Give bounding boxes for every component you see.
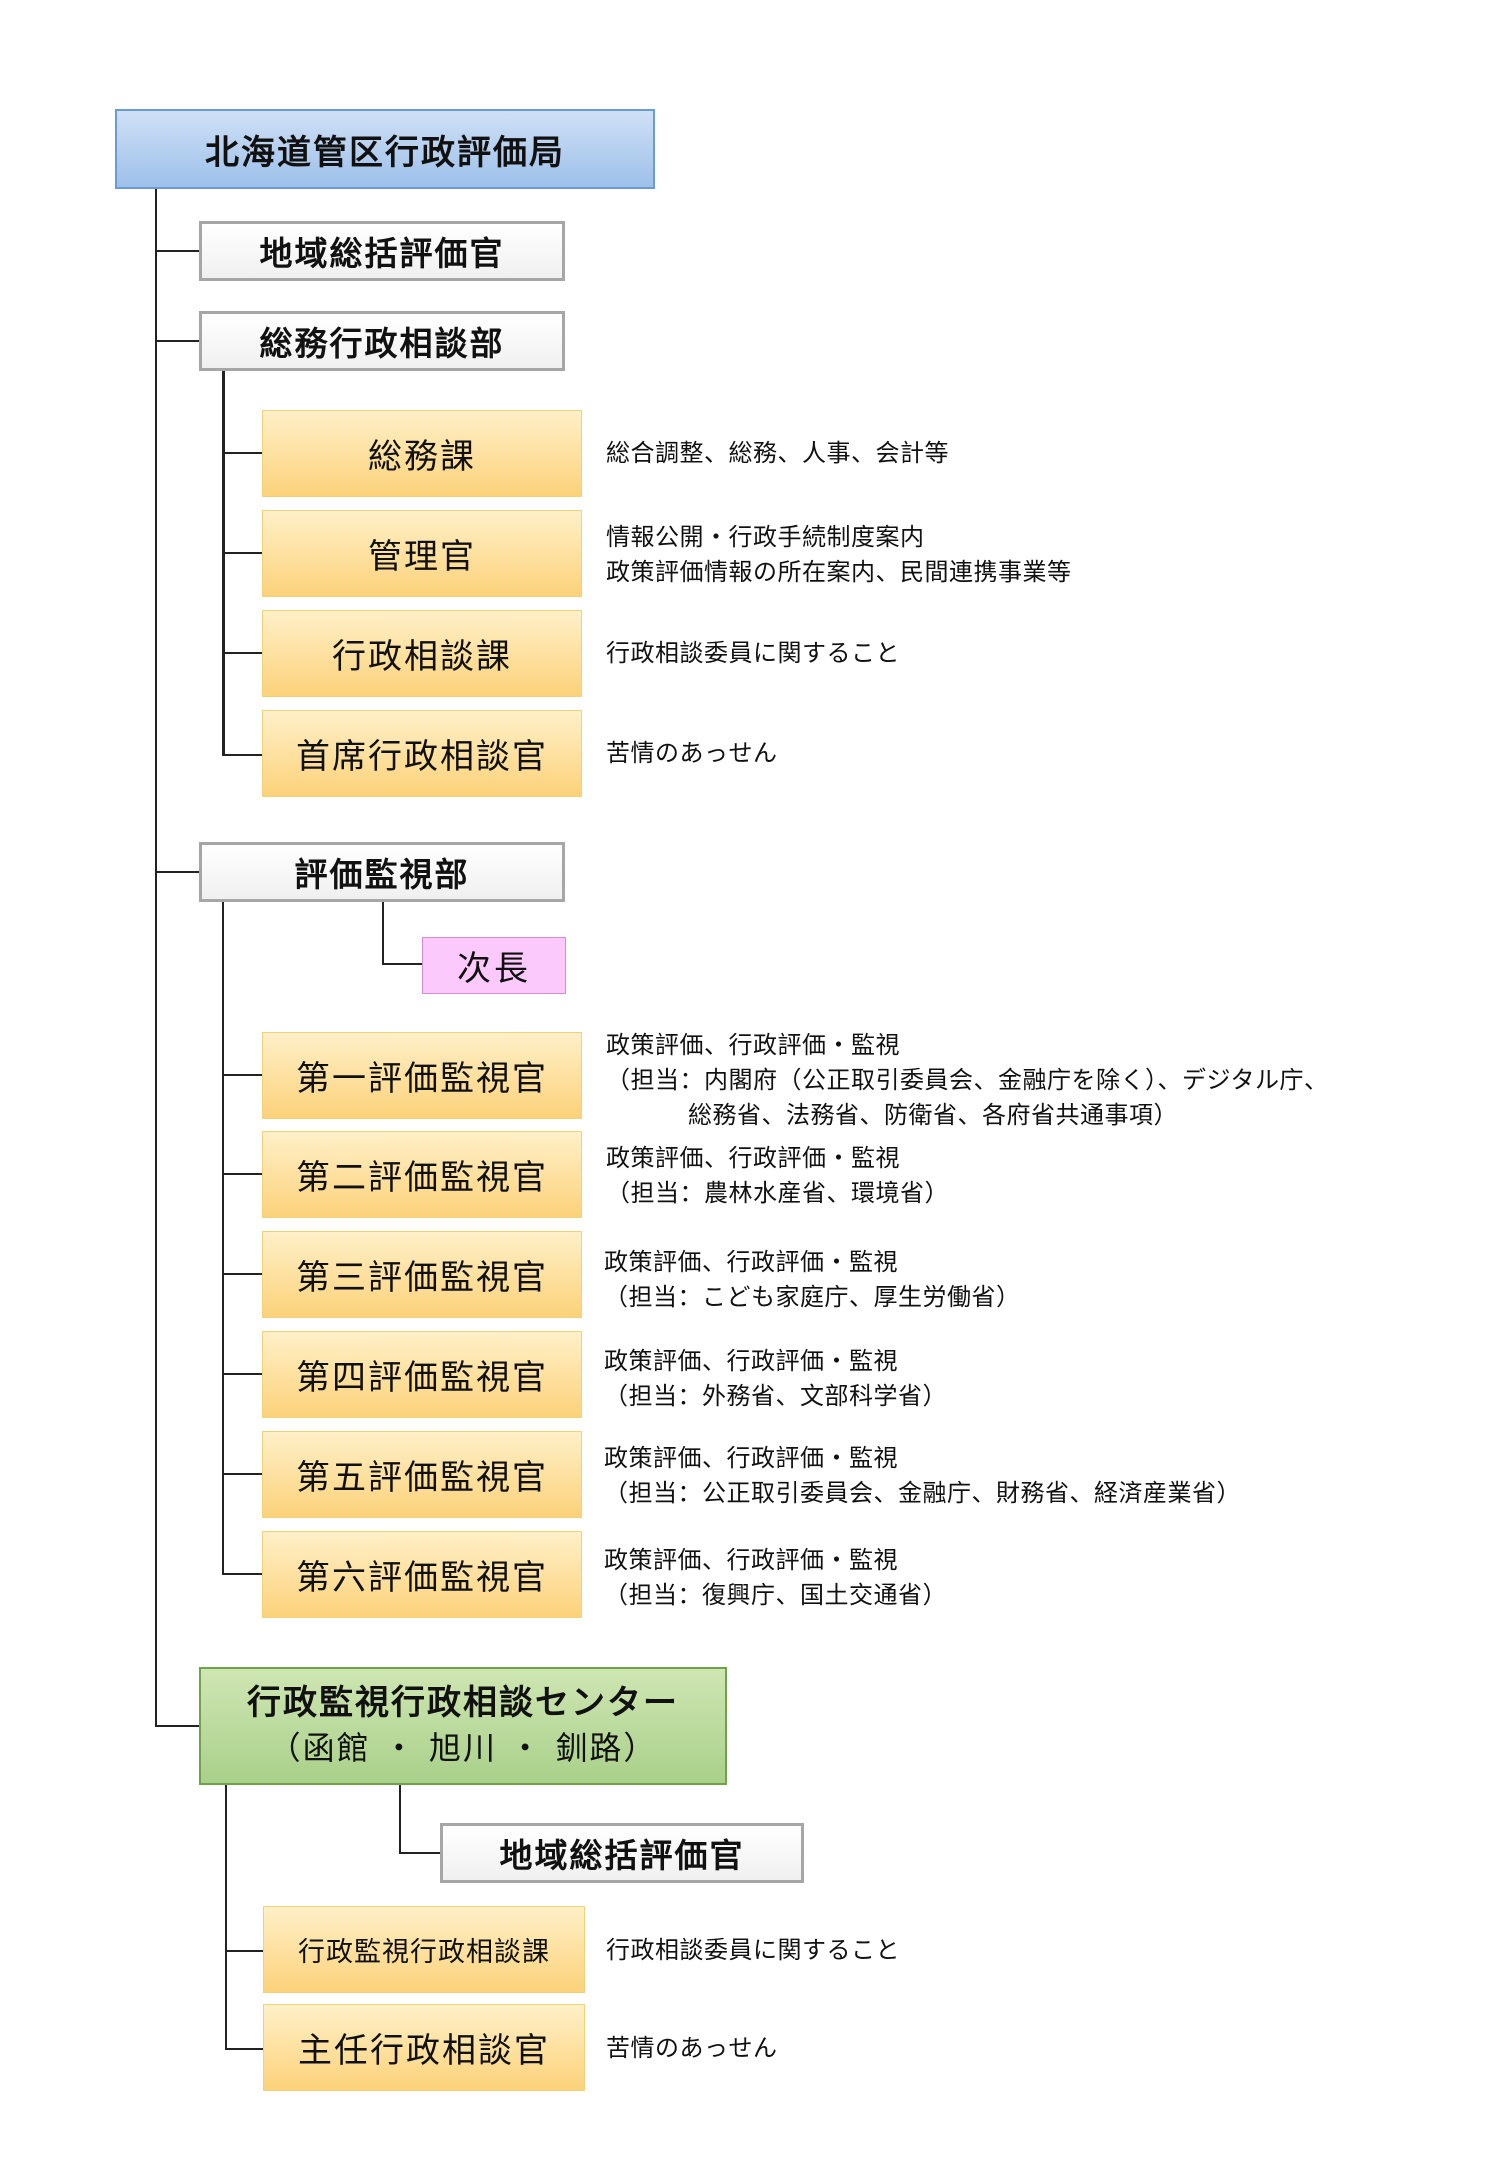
- center-regional-evaluator-box: 地域総括評価官: [440, 1823, 804, 1883]
- connector-center-evaluator: [399, 1852, 440, 1854]
- desc-line: （担当：公正取引委員会、金融庁、財務省、経済産業省）: [604, 1479, 1241, 1507]
- desc-line: 政策評価、行政評価・監視: [604, 1546, 898, 1574]
- desc-line: （担当：復興庁、国土交通省）: [604, 1581, 947, 1609]
- unit-third-evaluator: 第三評価監視官: [262, 1231, 582, 1318]
- general-affairs-dept-box: 総務行政相談部: [199, 311, 565, 371]
- center-box: 行政監視行政相談センター （函館 ・ 旭川 ・ 釧路）: [199, 1667, 727, 1785]
- desc-line: 総合調整、総務、人事、会計等: [606, 439, 949, 467]
- desc-line: 総務省、法務省、防衛省、各府省共通事項）: [688, 1101, 1178, 1129]
- unit-consultation-section-desc: 行政相談委員に関すること: [606, 636, 900, 671]
- evaluation-trunk-line: [222, 902, 224, 1575]
- unit-center-consultation-section-desc: 行政相談委員に関すること: [606, 1933, 900, 1968]
- desc-line: 政策評価、行政評価・監視: [606, 1031, 900, 1059]
- regional-evaluator-box: 地域総括評価官: [199, 221, 565, 281]
- unit-chief-consultant: 首席行政相談官: [262, 710, 582, 797]
- unit-general-affairs-section: 総務課: [262, 410, 582, 497]
- unit-second-evaluator: 第二評価監視官: [262, 1131, 582, 1218]
- unit-first-evaluator-desc: 政策評価、行政評価・監視 （担当：内閣府（公正取引委員会、金融庁を除く）、デジタ…: [606, 1028, 1329, 1133]
- desc-line: 苦情のあっせん: [606, 2034, 778, 2062]
- center-subtitle: （函館 ・ 旭川 ・ 釧路）: [268, 1729, 658, 1768]
- connector-ga-unit-3: [222, 652, 262, 654]
- desc-line: 政策評価、行政評価・監視: [606, 1144, 900, 1172]
- desc-line: 情報公開・行政手続制度案内: [606, 523, 925, 551]
- connector-ev-unit-1: [222, 1074, 262, 1076]
- unit-first-evaluator: 第一評価監視官: [262, 1032, 582, 1119]
- connector-center: [155, 1725, 199, 1727]
- desc-line: 政策評価情報の所在案内、民間連携事業等: [606, 558, 1072, 586]
- connector-ga-unit-4: [222, 754, 262, 756]
- deputy-vertical-line: [382, 902, 384, 964]
- general-affairs-trunk-line: [222, 370, 225, 756]
- desc-line: （担当：内閣府（公正取引委員会、金融庁を除く）、デジタル庁、: [606, 1066, 1329, 1094]
- connector-center-unit-1: [225, 1950, 263, 1952]
- desc-line: （担当：農林水産省、環境省）: [606, 1179, 949, 1207]
- deputy-box: 次長: [422, 937, 566, 994]
- desc-line: （担当：外務省、文部科学省）: [604, 1382, 947, 1410]
- connector-general-affairs-dept: [155, 340, 199, 342]
- desc-line: 行政相談委員に関すること: [606, 1936, 900, 1964]
- center-title: 行政監視行政相談センター: [247, 1683, 679, 1724]
- connector-ev-unit-6: [222, 1573, 262, 1575]
- unit-consultation-section: 行政相談課: [262, 610, 582, 697]
- unit-sixth-evaluator: 第六評価監視官: [262, 1531, 582, 1618]
- hq-box: 北海道管区行政評価局: [115, 109, 655, 189]
- evaluation-dept-box: 評価監視部: [199, 842, 565, 902]
- unit-senior-consultant: 主任行政相談官: [263, 2004, 585, 2091]
- connector-ev-unit-2: [222, 1173, 262, 1175]
- unit-sixth-evaluator-desc: 政策評価、行政評価・監視 （担当：復興庁、国土交通省）: [604, 1543, 947, 1613]
- unit-administrator: 管理官: [262, 510, 582, 597]
- desc-line: 政策評価、行政評価・監視: [604, 1347, 898, 1375]
- unit-chief-consultant-desc: 苦情のあっせん: [606, 736, 778, 771]
- connector-ev-unit-5: [222, 1473, 262, 1475]
- connector-evaluation-dept: [155, 871, 199, 873]
- connector-ev-unit-4: [222, 1373, 262, 1375]
- desc-line: （担当：こども家庭庁、厚生労働省）: [604, 1283, 1021, 1311]
- center-trunk-line: [225, 1785, 227, 2050]
- desc-line: 政策評価、行政評価・監視: [604, 1248, 898, 1276]
- connector-ev-unit-3: [222, 1273, 262, 1275]
- main-trunk-line: [155, 189, 157, 1727]
- desc-line: 行政相談委員に関すること: [606, 639, 900, 667]
- unit-general-affairs-section-desc: 総合調整、総務、人事、会計等: [606, 436, 949, 471]
- connector-center-unit-2: [225, 2048, 263, 2050]
- center-evaluator-vertical-line: [399, 1785, 401, 1854]
- connector-ga-unit-1: [222, 452, 262, 454]
- unit-senior-consultant-desc: 苦情のあっせん: [606, 2031, 778, 2066]
- connector-ga-unit-2: [222, 552, 262, 554]
- unit-fifth-evaluator: 第五評価監視官: [262, 1431, 582, 1518]
- unit-fifth-evaluator-desc: 政策評価、行政評価・監視 （担当：公正取引委員会、金融庁、財務省、経済産業省）: [604, 1441, 1241, 1511]
- unit-center-consultation-section: 行政監視行政相談課: [263, 1906, 585, 1993]
- desc-line: 政策評価、行政評価・監視: [604, 1444, 898, 1472]
- unit-second-evaluator-desc: 政策評価、行政評価・監視 （担当：農林水産省、環境省）: [606, 1141, 949, 1211]
- unit-third-evaluator-desc: 政策評価、行政評価・監視 （担当：こども家庭庁、厚生労働省）: [604, 1245, 1021, 1315]
- unit-fourth-evaluator: 第四評価監視官: [262, 1331, 582, 1418]
- connector-deputy: [382, 963, 422, 965]
- unit-administrator-desc: 情報公開・行政手続制度案内 政策評価情報の所在案内、民間連携事業等: [606, 520, 1072, 590]
- unit-fourth-evaluator-desc: 政策評価、行政評価・監視 （担当：外務省、文部科学省）: [604, 1344, 947, 1414]
- connector-regional-evaluator: [155, 250, 199, 252]
- desc-line: 苦情のあっせん: [606, 739, 778, 767]
